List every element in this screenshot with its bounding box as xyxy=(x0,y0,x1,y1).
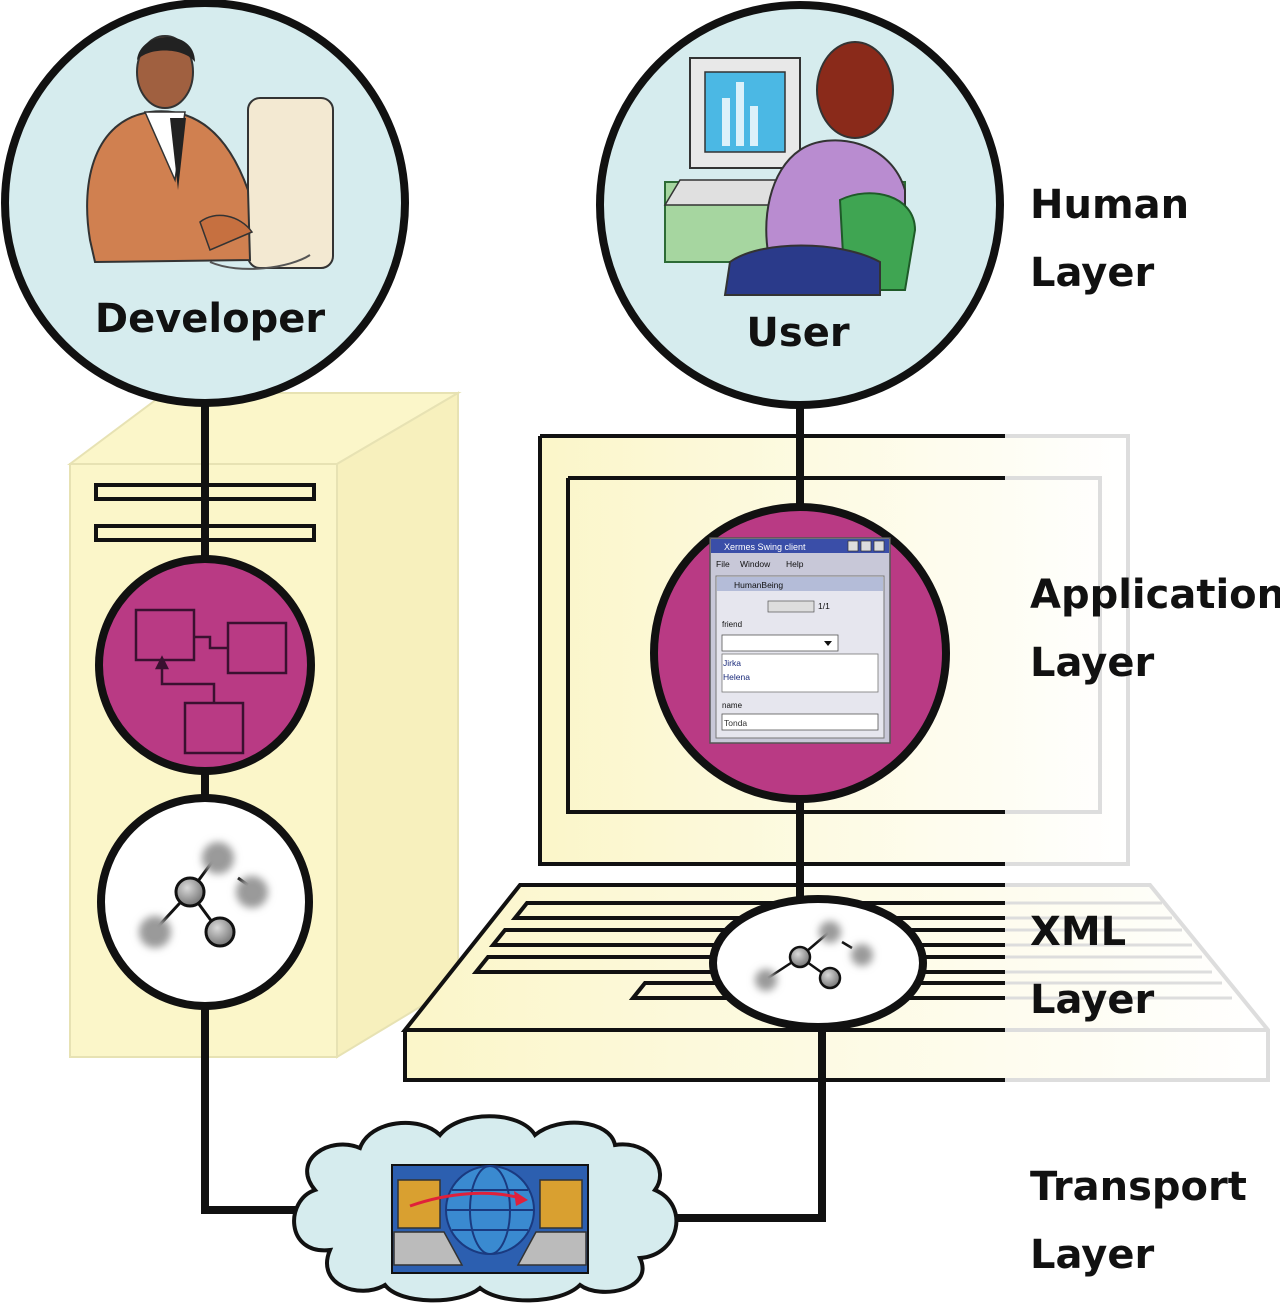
user-circle: User xyxy=(596,1,1004,409)
chevron-down-icon xyxy=(824,641,832,646)
friend-combo[interactable] xyxy=(721,634,839,652)
group-friend-label: friend xyxy=(722,620,742,629)
menu-window[interactable]: Window xyxy=(740,559,771,569)
developer-label: Developer xyxy=(95,296,325,342)
name-field-value: Tonda xyxy=(724,718,747,728)
developer-circle: Developer xyxy=(1,0,409,407)
human-layer-label-line2: Layer xyxy=(1030,250,1154,296)
user-label: User xyxy=(746,310,849,356)
friend-list[interactable] xyxy=(721,653,879,693)
close-button[interactable] xyxy=(873,540,885,552)
group-name-label: name xyxy=(722,701,743,710)
menu-file[interactable]: File xyxy=(716,559,730,569)
swing-client-window: Xermes Swing client File Window Help Hum… xyxy=(709,537,891,744)
developer-app-circle xyxy=(95,555,315,775)
window-title: Xermes Swing client xyxy=(724,542,806,552)
inner-window-title: HumanBeing xyxy=(734,580,783,590)
list-item[interactable]: Jirka xyxy=(723,658,741,668)
menu-help[interactable]: Help xyxy=(786,559,804,569)
transport-layer-label-line1: Transport xyxy=(1030,1164,1247,1210)
monitor-icon xyxy=(247,97,334,269)
xml-tree-icon xyxy=(755,921,873,991)
application-layer-label-line1: Application xyxy=(1030,572,1280,618)
application-layer-label-line2: Layer xyxy=(1030,640,1154,686)
maximize-button[interactable] xyxy=(860,540,872,552)
uml-diagram-icon xyxy=(134,608,288,755)
developer-xml-circle xyxy=(97,794,313,1010)
human-layer-label-line1: Human xyxy=(1030,182,1189,228)
name-field[interactable] xyxy=(721,713,879,731)
left-laptop-icon xyxy=(397,1179,441,1229)
layer-labels: Human Layer Application Layer XML Layer … xyxy=(1030,182,1280,1278)
xml-layer-label-line2: Layer xyxy=(1030,977,1154,1023)
pager-buttons[interactable] xyxy=(767,600,815,613)
xml-layer-label-line1: XML xyxy=(1030,909,1126,955)
user-person-icon xyxy=(663,41,917,296)
network-transfer-icon xyxy=(391,1164,589,1274)
minimize-button[interactable] xyxy=(847,540,859,552)
pager-text: 1/1 xyxy=(818,601,830,611)
right-laptop-icon xyxy=(539,1179,583,1229)
xml-tree-icon xyxy=(139,842,268,948)
user-xml-circle xyxy=(709,895,927,1031)
user-app-circle: Xermes Swing client File Window Help Hum… xyxy=(650,503,950,803)
arrow-icon xyxy=(409,1191,521,1208)
transport-cloud xyxy=(292,1114,679,1303)
developer-person-icon xyxy=(86,35,334,270)
list-item[interactable]: Helena xyxy=(723,672,750,682)
transport-layer-label-line2: Layer xyxy=(1030,1232,1154,1278)
